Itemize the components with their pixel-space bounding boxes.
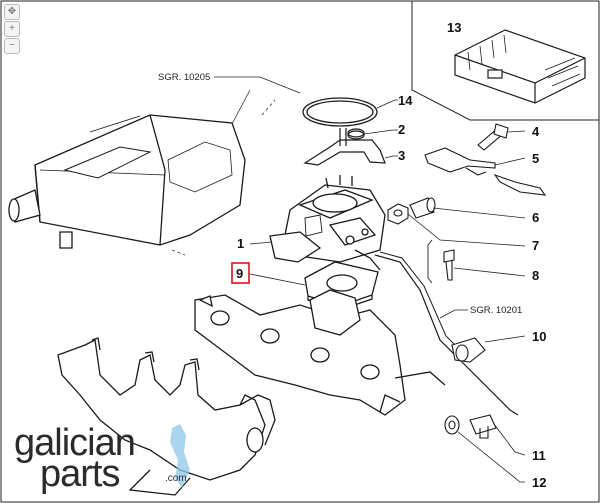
callout-13[interactable]: 13 xyxy=(447,20,461,35)
callout-10[interactable]: 10 xyxy=(532,329,546,344)
nut-7[interactable] xyxy=(387,203,409,225)
callout-8[interactable]: 8 xyxy=(532,268,539,283)
watermark-line1: galician xyxy=(14,422,135,464)
ecu-inset-frame xyxy=(411,1,599,121)
galicianparts-watermark: galician parts .com xyxy=(14,422,190,495)
callout-12[interactable]: 12 xyxy=(532,475,546,490)
washer-12[interactable] xyxy=(444,415,460,435)
mounting-bracket[interactable] xyxy=(303,128,386,166)
air-filter-housing[interactable] xyxy=(8,114,246,249)
callout-5[interactable]: 5 xyxy=(532,151,539,166)
callout-11[interactable]: 11 xyxy=(532,448,546,463)
hose-clamp[interactable] xyxy=(451,337,486,363)
sgr-ref-air-filter[interactable]: SGR. 10205 xyxy=(158,72,210,83)
pipe-fitting[interactable] xyxy=(409,197,436,219)
callout-3[interactable]: 3 xyxy=(398,148,405,163)
throttle-linkage[interactable] xyxy=(424,147,547,196)
sensor-11[interactable] xyxy=(469,414,497,439)
callout-7[interactable]: 7 xyxy=(532,238,539,253)
watermark-suffix: .com xyxy=(165,473,187,484)
callout-2[interactable]: 2 xyxy=(398,122,405,137)
bolt-4[interactable] xyxy=(477,123,509,151)
intake-manifold[interactable] xyxy=(194,289,446,416)
ecu-module[interactable] xyxy=(454,29,586,104)
throttle-body-assembly[interactable] xyxy=(269,175,386,271)
highlight-box-9 xyxy=(231,262,250,284)
small-seal-ring[interactable] xyxy=(347,128,365,140)
watermark-line2: parts xyxy=(40,453,119,495)
callout-1[interactable]: 1 xyxy=(237,236,244,251)
callout-14[interactable]: 14 xyxy=(398,93,413,108)
zoom-out-icon[interactable]: − xyxy=(4,38,20,54)
sgr-ref-hose[interactable]: SGR. 10201 xyxy=(470,305,522,316)
gasket-ring[interactable] xyxy=(302,97,378,127)
callout-6[interactable]: 6 xyxy=(532,210,539,225)
callout-9[interactable]: 9 xyxy=(236,266,243,281)
screw-8[interactable] xyxy=(443,249,455,281)
pan-icon[interactable]: ✥ xyxy=(4,4,20,20)
zoom-in-icon[interactable]: + xyxy=(4,21,20,37)
callout-4[interactable]: 4 xyxy=(532,124,540,139)
